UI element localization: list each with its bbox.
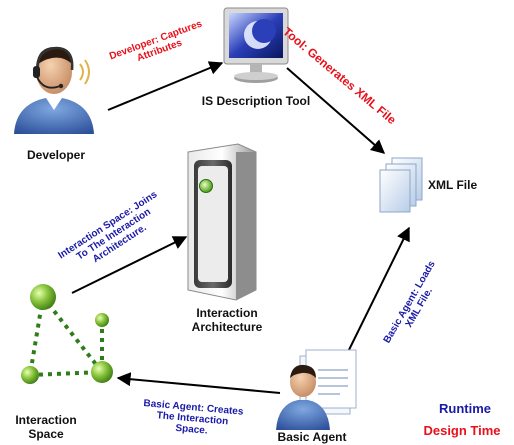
- arrow-agent-to-xml: [343, 226, 410, 361]
- network-icon: [21, 284, 113, 384]
- space-label: Interaction Space: [2, 413, 90, 441]
- space-label-line2: Space: [28, 427, 64, 441]
- agent-icon: [276, 349, 357, 430]
- architecture-label-line1: Interaction: [196, 306, 258, 320]
- arrow-agent-to-space: [116, 372, 281, 394]
- is-tool-label: IS Description Tool: [201, 94, 311, 108]
- agent-label: Basic Agent: [277, 430, 347, 444]
- server-icon: [187, 143, 257, 301]
- xml-file-label: XML File: [428, 178, 478, 192]
- arrow-tool-to-xml: [286, 67, 386, 154]
- monitor-icon: [223, 7, 289, 83]
- legend-runtime: Runtime: [439, 401, 491, 416]
- developer-icon: [14, 46, 94, 134]
- xml-document-icon: [379, 157, 423, 213]
- space-label-line1: Interaction: [15, 413, 77, 427]
- architecture-label-line2: Architecture: [191, 320, 263, 334]
- developer-label: Developer: [26, 148, 86, 162]
- architecture-label: Interaction Architecture: [172, 306, 282, 334]
- legend-design-time: Design Time: [423, 423, 501, 438]
- arrow-developer-to-tool: [107, 61, 224, 111]
- arrow-space-to-architecture: [71, 236, 188, 294]
